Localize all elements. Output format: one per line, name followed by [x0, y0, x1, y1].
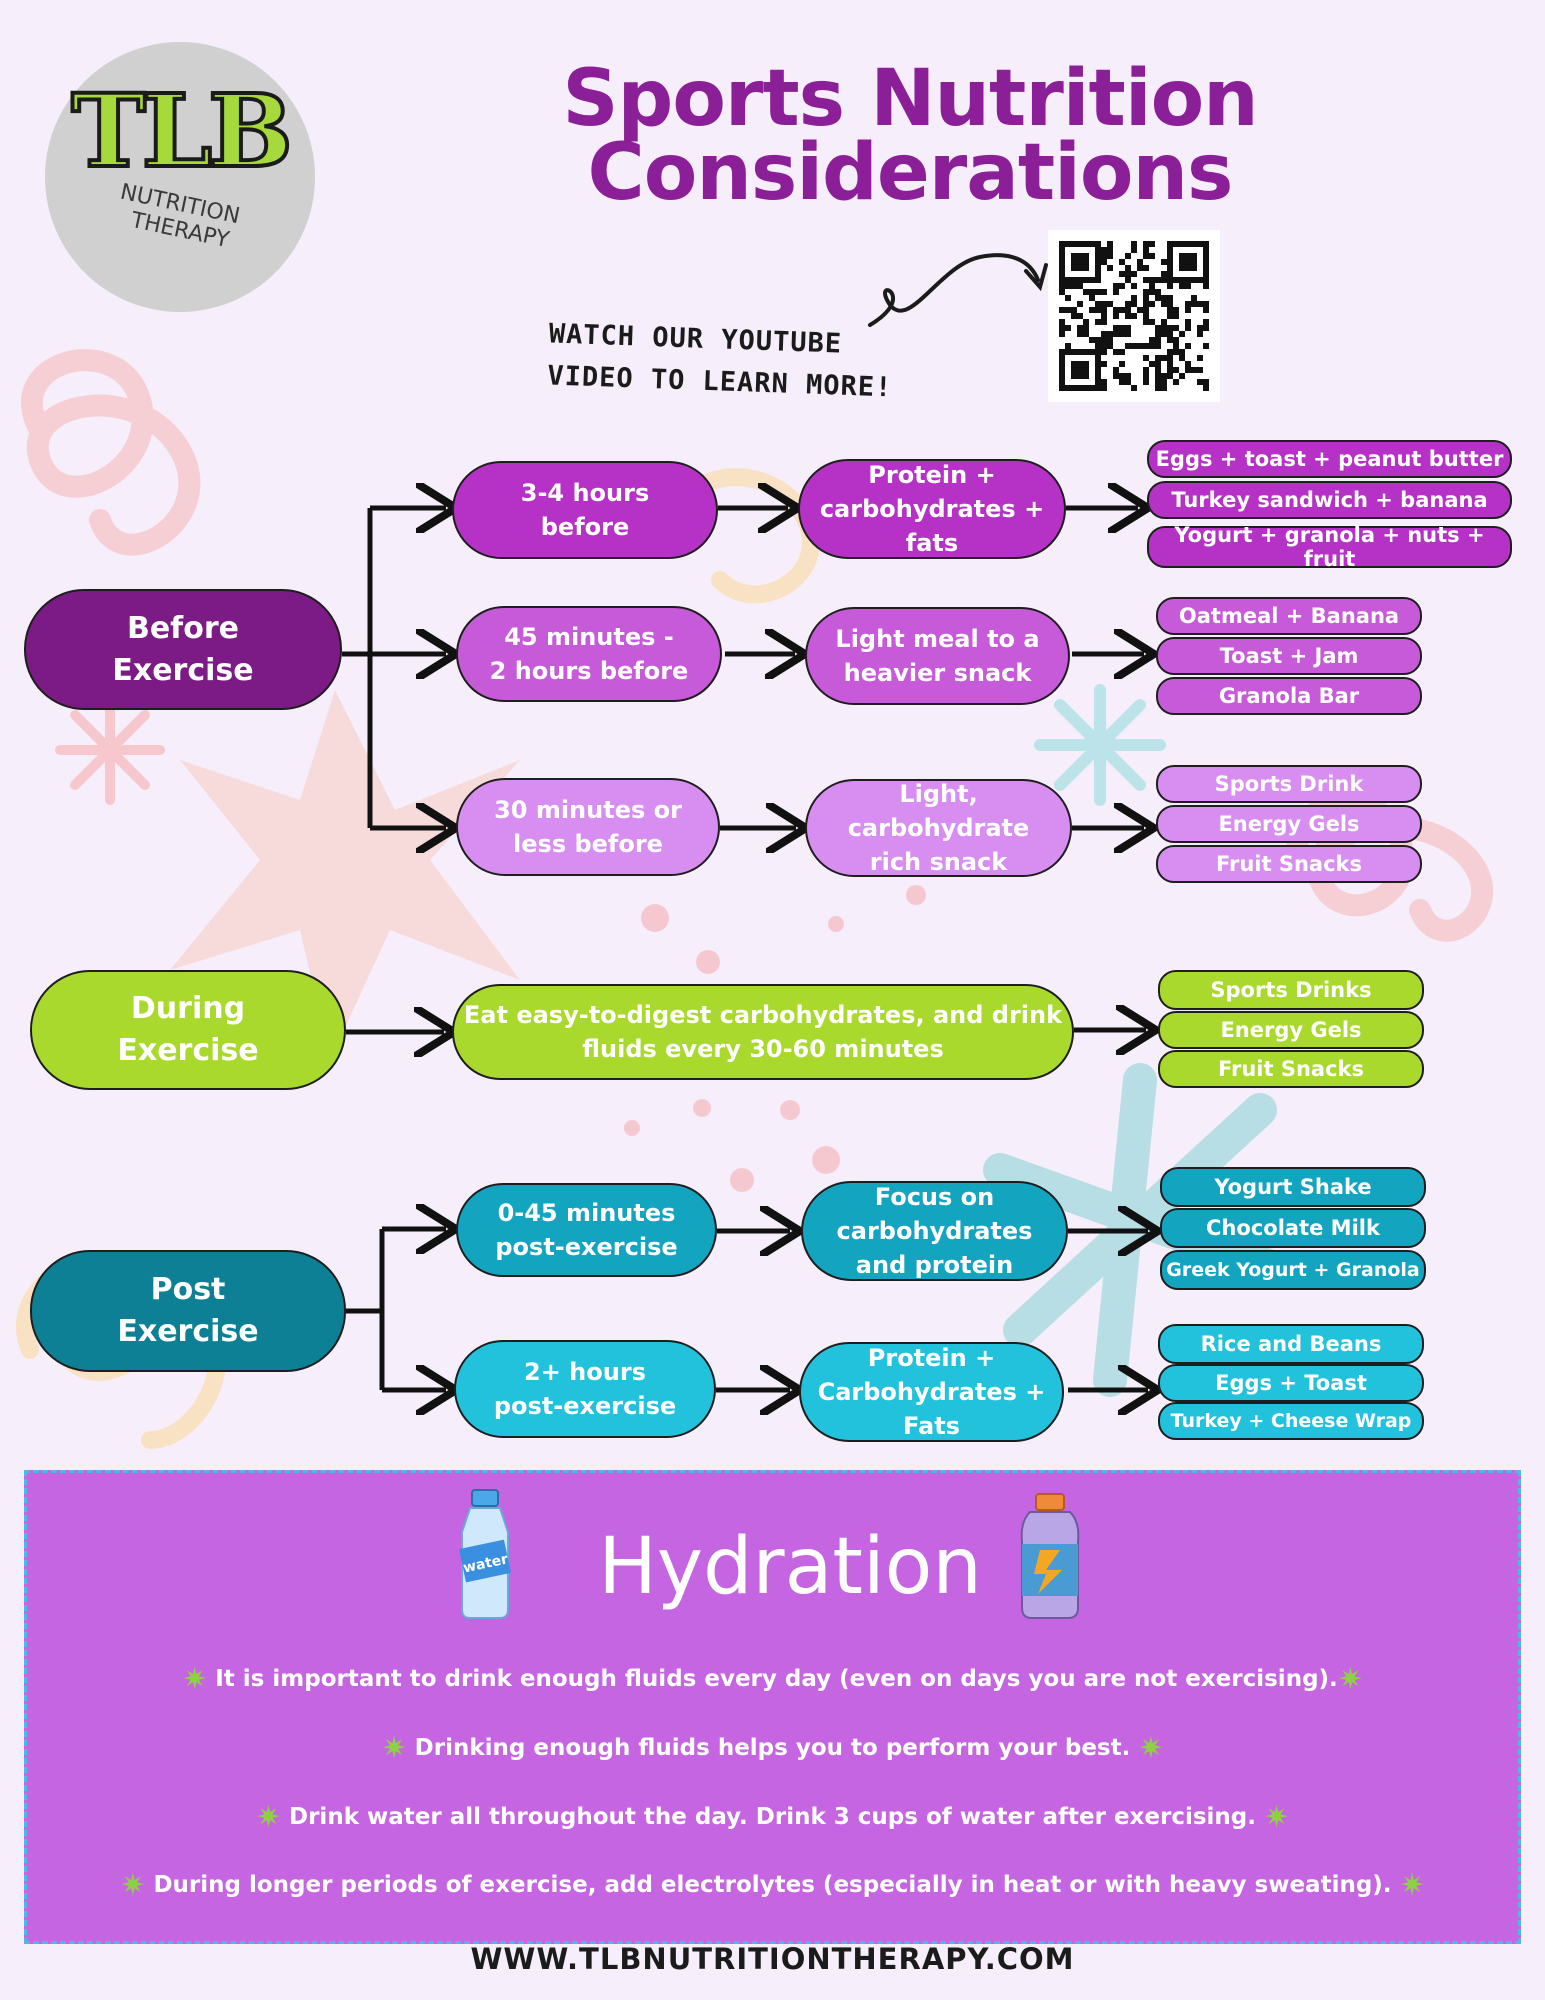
- meal-type-protein-carbs-fats: Protein + carbohydrates + fats: [798, 459, 1066, 559]
- food-toast-jam: Toast + Jam: [1156, 637, 1422, 675]
- water-bottle-icon: water: [458, 1489, 512, 1619]
- website-url[interactable]: WWW.TLBNUTRITIONTHERAPY.COM: [470, 1942, 1075, 1976]
- meal-type-light-carb-rich-snack: Light, carbohydrate rich snack: [805, 779, 1072, 877]
- food-energy-gels-during: Energy Gels: [1158, 1011, 1424, 1049]
- food-chocolate-milk: Chocolate Milk: [1160, 1208, 1426, 1248]
- food-granola-bar: Granola Bar: [1156, 677, 1422, 715]
- meal-type-protein-carbs-fats-post: Protein + Carbohydrates + Fats: [799, 1342, 1064, 1442]
- timing-3-4-hours-before: 3-4 hours before: [452, 461, 718, 559]
- sports-drink-bottle-icon: [1020, 1493, 1080, 1619]
- stage-before-exercise: Before Exercise: [24, 589, 342, 710]
- hydration-bullet-1: ✷ It is important to drink enough fluids…: [182, 1662, 1363, 1697]
- green-star-icon: ✷: [182, 1662, 208, 1697]
- green-star-icon: ✷: [120, 1868, 146, 1903]
- meal-type-light-meal-heavier-snack: Light meal to a heavier snack: [805, 607, 1070, 705]
- food-sports-drink: Sports Drink: [1156, 765, 1422, 803]
- timing-0-45-min-post-exercise: 0-45 minutes post-exercise: [456, 1183, 717, 1277]
- logo-wordmark: TLB: [69, 70, 294, 192]
- green-star-icon: ✷: [1337, 1662, 1363, 1697]
- page-title-line2: Considerations: [587, 128, 1234, 218]
- food-fruit-snacks-during: Fruit Snacks: [1158, 1050, 1424, 1088]
- food-turkey-sandwich-banana: Turkey sandwich + banana: [1147, 481, 1512, 519]
- food-yogurt-granola-nuts-fruit: Yogurt + granola + nuts + fruit: [1147, 523, 1512, 571]
- hydration-bullet-2: ✷ Drinking enough fluids helps you to pe…: [381, 1731, 1164, 1766]
- green-star-icon: ✷: [255, 1800, 281, 1835]
- timing-30-min-or-less-before: 30 minutes or less before: [456, 778, 720, 876]
- timing-45-min-2-hours-before: 45 minutes - 2 hours before: [456, 606, 722, 702]
- meal-type-carbs-and-protein: Focus on carbohydrates and protein: [801, 1181, 1068, 1281]
- green-star-icon: ✷: [381, 1731, 407, 1766]
- food-sports-drinks: Sports Drinks: [1158, 970, 1424, 1010]
- during-exercise-guidance: Eat easy-to-digest carbohydrates, and dr…: [452, 984, 1074, 1080]
- food-fruit-snacks: Fruit Snacks: [1156, 845, 1422, 883]
- qr-code[interactable]: [1048, 230, 1220, 402]
- hydration-panel: [24, 1470, 1521, 1944]
- curly-arrow-icon: [868, 253, 1048, 327]
- food-eggs-toast: Eggs + Toast: [1158, 1364, 1424, 1402]
- green-star-icon: ✷: [1138, 1731, 1164, 1766]
- food-energy-gels: Energy Gels: [1156, 805, 1422, 843]
- food-oatmeal-banana: Oatmeal + Banana: [1156, 597, 1422, 635]
- food-eggs-toast-peanut-butter: Eggs + toast + peanut butter: [1147, 440, 1512, 478]
- stage-post-exercise: Post Exercise: [30, 1250, 346, 1372]
- qr-code-icon: [1059, 241, 1209, 391]
- timing-2-hours-post-exercise: 2+ hours post-exercise: [454, 1340, 716, 1438]
- green-star-icon: ✷: [1399, 1868, 1425, 1903]
- food-turkey-cheese-wrap: Turkey + Cheese Wrap: [1158, 1402, 1424, 1440]
- green-star-icon: ✷: [1264, 1800, 1290, 1835]
- tlb-logo: TLB NUTRITION THERAPY: [45, 42, 315, 312]
- hydration-bullet-3: ✷ Drink water all throughout the day. Dr…: [255, 1800, 1290, 1835]
- food-greek-yogurt-granola: Greek Yogurt + Granola: [1160, 1250, 1426, 1290]
- hydration-title: Hydration: [598, 1522, 982, 1612]
- stage-during-exercise: During Exercise: [30, 970, 346, 1090]
- page-title-line1: Sports Nutrition: [562, 54, 1258, 144]
- food-yogurt-shake: Yogurt Shake: [1160, 1167, 1426, 1207]
- food-rice-and-beans: Rice and Beans: [1158, 1324, 1424, 1364]
- hydration-bullet-4: ✷ During longer periods of exercise, add…: [120, 1868, 1425, 1903]
